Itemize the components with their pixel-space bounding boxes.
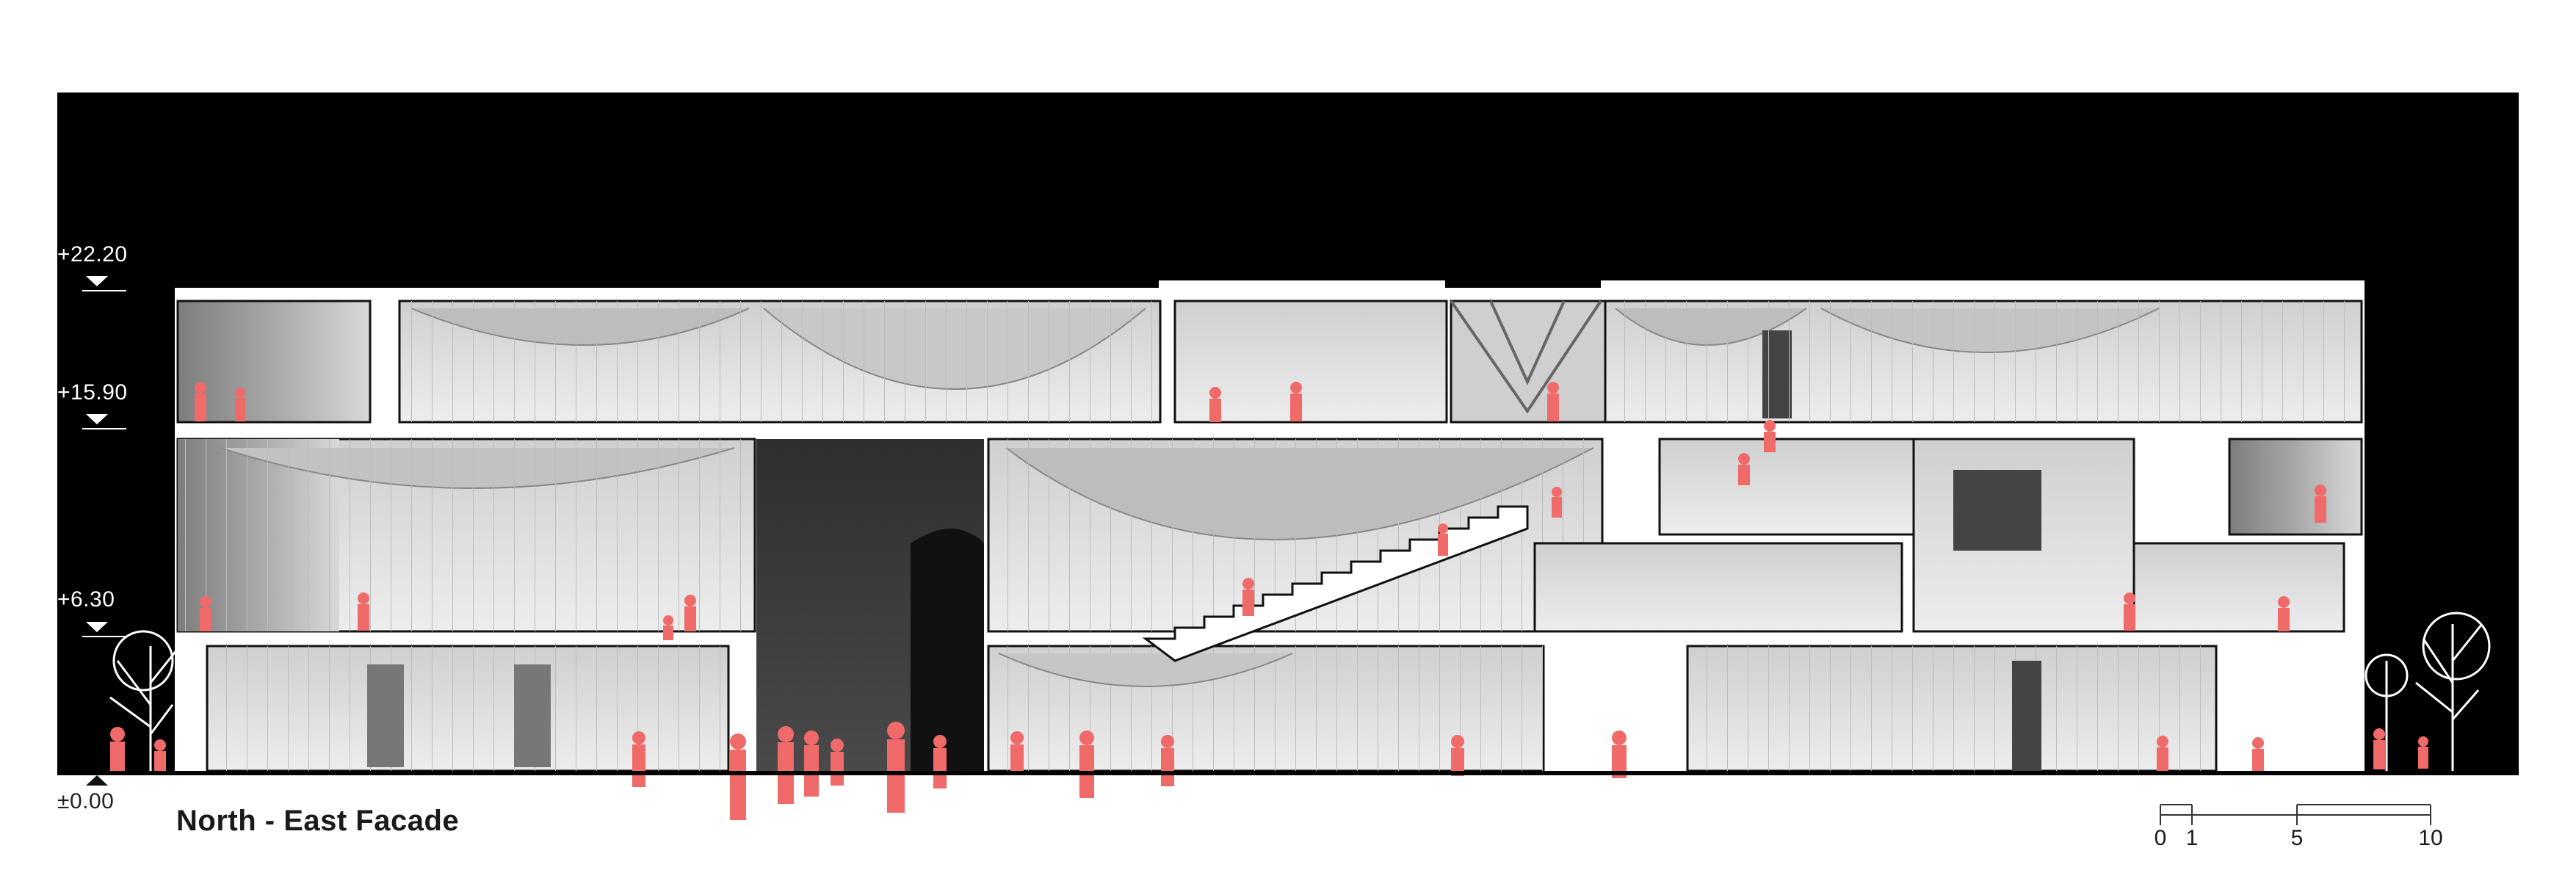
person <box>1612 730 1627 778</box>
room-first-5 <box>2132 542 2345 633</box>
person <box>1552 487 1562 518</box>
scale-bar <box>2160 804 2431 825</box>
bookshelf-1 <box>367 664 404 767</box>
person <box>200 596 211 631</box>
person <box>1547 382 1559 421</box>
person <box>1010 731 1024 774</box>
ceiling-curve-g2 <box>998 653 1293 687</box>
room-upper-4 <box>1450 300 1607 424</box>
person <box>1738 453 1750 485</box>
scale-tick-label: 5 <box>2290 826 2304 850</box>
person <box>1764 420 1776 452</box>
person <box>632 731 645 787</box>
scale-tick-label: 10 <box>2418 826 2443 850</box>
room-first-3 <box>1533 542 1903 633</box>
atrium-cylinder <box>911 529 984 774</box>
drawing-title: North - East Facade <box>176 805 460 837</box>
person <box>684 595 696 631</box>
upper-floor-rooms <box>176 300 2363 424</box>
level-label-roof: +22.20 <box>57 242 128 267</box>
person <box>1161 735 1174 786</box>
person <box>2278 596 2290 631</box>
person <box>1209 387 1221 422</box>
person <box>110 727 125 771</box>
person <box>831 739 844 786</box>
ground-level-marker <box>86 775 108 786</box>
person <box>804 730 819 797</box>
ground-floor-rooms <box>206 645 2218 772</box>
ground-line <box>57 771 2519 775</box>
person <box>778 726 794 804</box>
person <box>235 388 245 421</box>
room-first-mezz <box>1658 438 1915 536</box>
roof-notch-2 <box>1601 280 2365 289</box>
level-label-first: +6.30 <box>57 587 115 612</box>
scale-tick-label: 1 <box>2185 826 2199 850</box>
person <box>933 735 947 788</box>
person <box>2418 736 2428 769</box>
person <box>2157 736 2168 772</box>
person <box>195 382 206 421</box>
person <box>1290 382 1302 421</box>
person <box>2252 737 2264 772</box>
roof-truss <box>1450 300 1602 414</box>
scale-tick-label: 0 <box>2154 826 2167 850</box>
room-upper-1 <box>176 300 372 424</box>
person <box>2124 592 2135 631</box>
level-label-upper: +15.90 <box>57 380 128 405</box>
grand-staircase <box>1142 505 1529 662</box>
roof-notch <box>1159 280 1445 289</box>
person <box>1438 523 1448 556</box>
person <box>358 592 369 631</box>
people-figures <box>110 382 2428 820</box>
person <box>887 722 905 813</box>
room-first-4-dark <box>1953 470 2041 551</box>
person <box>2315 485 2326 523</box>
person <box>1242 578 1254 616</box>
tree-left <box>109 630 181 771</box>
room-first-6 <box>2228 438 2363 536</box>
ground-dark-panel <box>2012 661 2041 771</box>
person <box>663 615 673 640</box>
person <box>730 733 746 820</box>
tree-right <box>2365 612 2491 771</box>
person <box>154 739 166 771</box>
level-label-ground: ±0.00 <box>57 789 115 813</box>
level-markers <box>82 276 126 637</box>
person <box>2373 728 2385 769</box>
person <box>1451 735 1464 776</box>
bookshelf-2 <box>514 664 551 767</box>
person <box>1079 730 1094 798</box>
